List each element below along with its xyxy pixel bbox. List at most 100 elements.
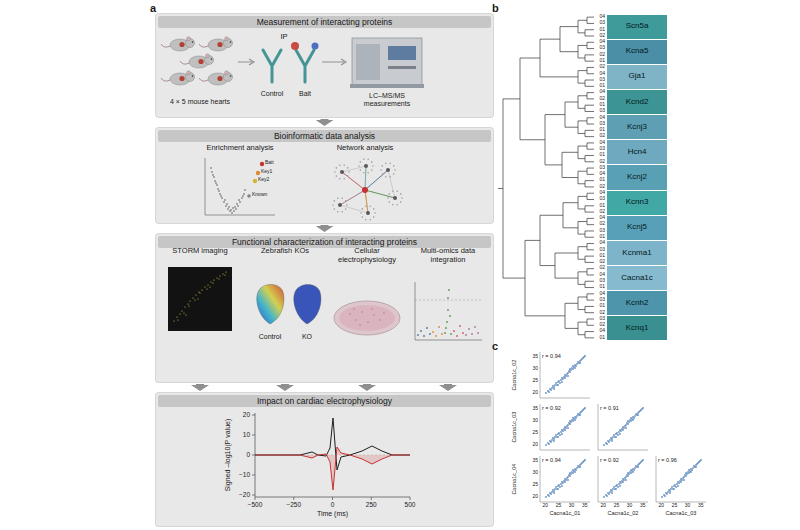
gene-box: Kcnq1: [607, 316, 667, 340]
scatter-cell: [540, 404, 590, 450]
tick-label: 25: [668, 503, 680, 509]
gene-box: Kcnh2: [607, 291, 667, 315]
gene-name: Hcn4: [628, 148, 647, 157]
label-anchor: 01: [595, 303, 605, 309]
label-anchor: r = 0.94: [542, 353, 572, 359]
replicate-label: 03: [595, 121, 605, 127]
flow-arrow: [444, 384, 452, 385]
axis-title: Cacna1c_01: [540, 510, 590, 516]
replicate-label: 02: [595, 184, 605, 190]
label-anchor: r = 0.91: [600, 405, 630, 411]
label-anchor: 25: [610, 503, 622, 509]
label-anchor: 02: [595, 96, 605, 102]
replicate-label: 04: [595, 272, 605, 278]
tick-label: 35: [526, 458, 538, 464]
gene-box: Scn5a: [607, 15, 667, 39]
gene-box: Gja1: [607, 65, 667, 89]
label-anchor: 03: [595, 20, 605, 26]
label-anchor: r = 0.96: [658, 457, 688, 463]
replicate-label: 03: [595, 45, 605, 51]
replicate-label: 03: [595, 316, 605, 322]
label-anchor: Cacna1c_04: [511, 454, 517, 504]
dendrogram-cluster: [578, 218, 594, 237]
label-anchor: 04: [595, 71, 605, 77]
flow-arrow: [321, 225, 329, 226]
replicate-label: 03: [595, 20, 605, 26]
label-anchor: 25: [552, 503, 564, 509]
gene-name: Kcnj2: [627, 173, 647, 182]
label-anchor: r = 0.92: [600, 457, 630, 463]
label-anchor: KO: [295, 333, 319, 341]
replicate-label: 03: [595, 278, 605, 284]
gene-name: Kcna5: [626, 47, 649, 56]
panel-heading: Impact on cardiac electrophysiology: [158, 395, 491, 407]
replicate-label: 02: [595, 52, 605, 58]
panel-heading: Bioinformatic data analysis: [158, 130, 491, 142]
replicate-label: 03: [595, 196, 605, 202]
label-anchor: 03: [595, 228, 605, 234]
method-title: Zebrafish KOs: [245, 247, 325, 256]
antibody-label: Control: [254, 90, 290, 98]
gene-name: Kcnn3: [626, 198, 649, 207]
tick-label: 25: [610, 503, 622, 509]
replicate-label: 01: [595, 177, 605, 183]
step-label: IP: [276, 33, 292, 42]
label-anchor: 20: [655, 503, 667, 509]
gene-box: Kcna5: [607, 40, 667, 64]
label-anchor: 03: [595, 165, 605, 171]
panel-letter: c: [492, 340, 506, 353]
replicate-label: 02: [595, 96, 605, 102]
label-anchor: Key2: [258, 177, 280, 183]
label-anchor: b: [492, 2, 506, 15]
label-anchor: 30: [526, 366, 538, 372]
flow-arrow: [281, 384, 289, 385]
tick-label: 25: [552, 503, 564, 509]
tick-label: 20: [230, 411, 250, 418]
label-anchor: Cellular electrophysiology: [327, 247, 407, 264]
label-anchor: 03: [595, 297, 605, 303]
tick-label: 35: [526, 354, 538, 360]
point-label: Bait: [265, 160, 287, 166]
method-title: Cellular electrophysiology: [327, 247, 407, 264]
tick-label: −250: [281, 501, 307, 508]
label-anchor: 20: [526, 494, 538, 500]
label-anchor: 04: [595, 39, 605, 45]
replicate-label: 01: [595, 27, 605, 33]
label-anchor: 01: [595, 83, 605, 89]
label-anchor: Bait: [290, 90, 320, 98]
label-anchor: 03: [595, 108, 605, 114]
replicate-label: 04: [595, 291, 605, 297]
replicate-label: 04: [595, 171, 605, 177]
tick-label: 30: [682, 503, 694, 509]
label-anchor: 02: [595, 159, 605, 165]
gene-box: Hcn4: [607, 140, 667, 164]
tick-label: 35: [526, 406, 538, 412]
tick-label: 30: [624, 503, 636, 509]
correlation-value: r = 0.91: [600, 405, 630, 411]
tick-label: 500: [397, 501, 423, 508]
label-anchor: 01: [595, 253, 605, 259]
axis-title: Signed –log10(P value): [224, 405, 232, 505]
label-anchor: 10: [230, 431, 250, 438]
label-anchor: 04: [595, 89, 605, 95]
panel-heading: Measurement of interacting proteins: [158, 16, 491, 28]
label-anchor: 03: [595, 146, 605, 152]
axis-title: Cacna1c_02: [598, 510, 648, 516]
label-anchor: a: [150, 2, 164, 15]
gene-name: Kcnd2: [626, 98, 649, 107]
method-title: Multi-omics data integration: [410, 247, 486, 264]
label-anchor: 25: [526, 378, 538, 384]
label-anchor: 04: [595, 328, 605, 334]
correlation-value: r = 0.92: [542, 405, 572, 411]
replicate-label: 03: [595, 146, 605, 152]
replicate-label: 04: [595, 140, 605, 146]
label-anchor: 04: [595, 215, 605, 221]
label-anchor: 03: [595, 121, 605, 127]
label-anchor: 20: [526, 442, 538, 448]
label-anchor: Cacna1c_03: [656, 510, 706, 516]
label-anchor: 03: [595, 247, 605, 253]
dendrogram-cluster: [578, 118, 594, 137]
method-title: Enrichment analysis: [192, 144, 288, 153]
replicate-label: 02: [595, 221, 605, 227]
replicate-label: 01: [595, 284, 605, 290]
